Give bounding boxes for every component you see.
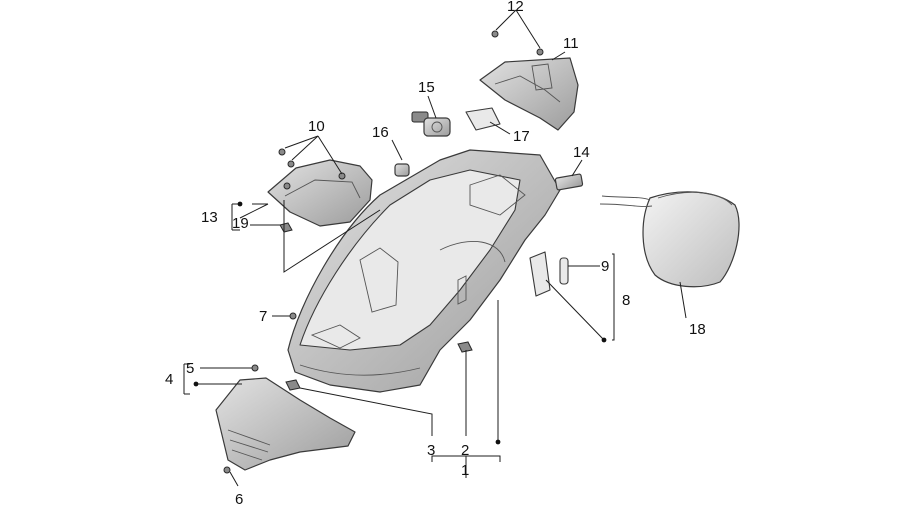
callout-5: 5 [186, 360, 194, 377]
callout-2: 2 [461, 442, 469, 459]
callout-11: 11 [563, 35, 579, 52]
clip-3 [285, 379, 301, 391]
callout-7: 7 [259, 308, 267, 325]
callout-12: 12 [507, 0, 524, 15]
compartment-cover-10 [267, 159, 373, 227]
callout-16: 16 [372, 124, 389, 141]
latch-15 [411, 111, 451, 137]
leader-lines [183, 9, 687, 487]
rear-cover-11 [479, 57, 579, 131]
callout-labels: 1 2 3 4 5 6 7 8 9 10 11 12 13 14 15 16 1… [165, 0, 706, 507]
screw-6 [223, 466, 231, 474]
fitting-16 [394, 163, 410, 177]
screw-set-12 [491, 30, 544, 56]
callout-18: 18 [689, 321, 706, 338]
callout-19: 19 [232, 215, 249, 232]
callout-10: 10 [308, 118, 325, 135]
clip-2 [457, 341, 473, 353]
callout-8: 8 [622, 292, 630, 309]
plate-17 [465, 107, 501, 131]
screw-7 [289, 312, 297, 320]
callout-4: 4 [165, 371, 173, 388]
callout-17: 17 [513, 128, 530, 145]
clip-14 [554, 173, 584, 191]
callout-14: 14 [573, 144, 590, 161]
callout-1: 1 [461, 462, 469, 479]
fuse-9 [559, 257, 569, 285]
screw-set-10 [278, 148, 346, 190]
callout-6: 6 [235, 491, 243, 507]
helmet-compartment [287, 149, 561, 393]
clip-19 [279, 222, 293, 233]
callout-9: 9 [601, 258, 609, 275]
grille-panel-4 [215, 377, 356, 471]
callout-3: 3 [427, 442, 435, 459]
callout-15: 15 [418, 79, 435, 96]
callout-13: 13 [201, 209, 218, 226]
manual-8 [529, 251, 551, 297]
leader-dots [193, 201, 607, 445]
screw-5 [251, 364, 259, 372]
bag-18 [599, 191, 740, 288]
